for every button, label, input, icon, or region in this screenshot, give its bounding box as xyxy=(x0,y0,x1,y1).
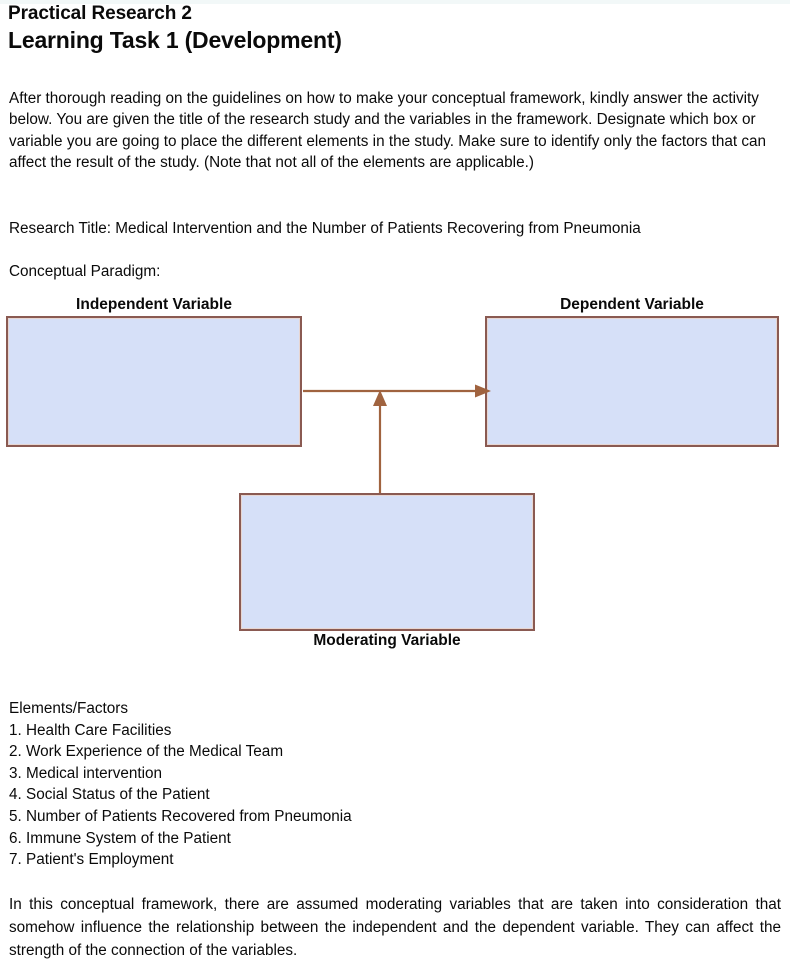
list-item: 2. Work Experience of the Medical Team xyxy=(9,743,284,761)
moderating-variable-label: Moderating Variable xyxy=(313,632,461,649)
arrow-independent-to-dependent xyxy=(303,384,491,398)
list-item: 7. Patient's Employment xyxy=(9,851,174,869)
moderating-variable-box[interactable] xyxy=(239,493,535,631)
dependent-variable-label: Dependent Variable xyxy=(560,296,704,313)
page-top-band xyxy=(0,0,790,4)
elements-heading: Elements/Factors xyxy=(9,700,129,717)
conceptual-paradigm-label: Conceptual Paradigm: xyxy=(9,263,161,280)
independent-variable-box[interactable] xyxy=(6,316,302,447)
page-title: Learning Task 1 (Development) xyxy=(8,27,342,53)
intro-paragraph: After thorough reading on the guidelines… xyxy=(9,90,767,171)
research-title-line: Research Title: Medical Intervention and… xyxy=(9,220,641,237)
list-item: 3. Medical intervention xyxy=(9,764,163,782)
list-item: 4. Social Status of the Patient xyxy=(9,786,210,804)
conceptual-paradigm-diagram: Independent Variable Dependent Variable … xyxy=(0,290,790,660)
list-item: 5. Number of Patients Recovered from Pne… xyxy=(9,807,352,825)
closing-paragraph: In this conceptual framework, there are … xyxy=(9,893,781,962)
dependent-variable-box[interactable] xyxy=(485,316,779,447)
elements-factors-list: Elements/Factors 1. Health Care Faciliti… xyxy=(9,698,609,871)
connector-arrows xyxy=(303,384,491,493)
subject-title: Practical Research 2 xyxy=(8,3,192,24)
closing-paragraph-text: In this conceptual framework, there are … xyxy=(9,896,781,959)
page-heading: Practical Research 2 Learning Task 1 (De… xyxy=(8,2,768,54)
list-item: 6. Immune System of the Patient xyxy=(9,829,231,847)
independent-variable-label: Independent Variable xyxy=(76,296,232,313)
arrow-moderating-to-relationship xyxy=(373,390,387,493)
list-item: 1. Health Care Facilities xyxy=(9,721,172,739)
